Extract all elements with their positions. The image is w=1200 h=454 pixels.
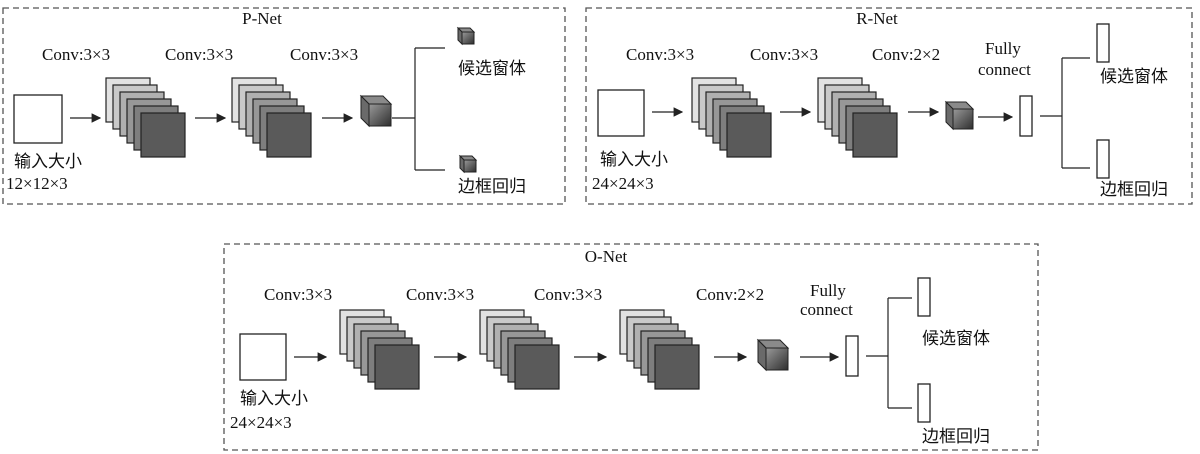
o-net-out-bbox: 边框回归 [922,427,990,447]
o-net-conv4-label: Conv:2×2 [696,285,764,304]
o-net-fc-line2: connect [800,300,853,319]
p-net-bbox-cube-front [463,159,477,173]
o-net-title: O-Net [585,247,628,266]
p-net-out-classify: 候选窗体 [458,59,526,79]
o-net-conv2-stack-layer-6 [514,344,560,390]
o-net-fc-bar [845,335,859,377]
r-net-border [585,7,1193,205]
o-net-input-size: 24×24×3 [230,413,292,432]
r-net-panel: R-Net 输入大小 24×24×3 Conv:3×3 Conv:3×3 Con… [585,7,1193,205]
p-net-conv2-stack [231,77,312,158]
o-net-input-label: 输入大小 [240,389,308,409]
p-net-conv3-cube [359,94,393,128]
r-net-input-box [597,89,645,137]
o-net-conv4-cube-front [765,347,789,371]
r-net-fc-bar [1019,95,1033,137]
p-net-conv2-label: Conv:3×3 [165,45,233,64]
p-net-classify-cube [456,26,476,46]
p-net-conv2-stack-layer-6 [266,112,312,158]
r-net-conv1-stack-layer-6 [726,112,772,158]
p-net-out-bbox: 边框回归 [458,177,526,197]
o-net-classify-bar [917,277,931,317]
p-net-bbox-cube [458,154,478,174]
p-net-conv1-stack [105,77,186,158]
o-net-out-classify: 候选窗体 [922,329,990,349]
r-net-classify-bar [1096,23,1110,63]
p-net-conv1-label: Conv:3×3 [42,45,110,64]
p-net-title: P-Net [242,9,282,28]
p-net-classify-cube-front [461,31,475,45]
r-net-title: R-Net [856,9,898,28]
p-net-panel: P-Net 输入大小 12×12×3 Conv:3×3 Conv:3×3 Con… [2,7,566,205]
p-net-input-label: 输入大小 [14,152,82,172]
p-net-conv3-cube-front [368,103,392,127]
o-net-conv3-stack [619,309,700,390]
r-net-conv1-label: Conv:3×3 [626,45,694,64]
p-net-input-box [13,94,63,144]
r-net-out-classify: 候选窗体 [1100,67,1168,87]
r-net-conv3-cube-front [952,108,974,130]
o-net-conv2-label: Conv:3×3 [406,285,474,304]
r-net-fc-line1: Fully [985,39,1021,58]
r-net-conv3-label: Conv:2×2 [872,45,940,64]
o-net-conv1-stack [339,309,420,390]
r-net-conv2-label: Conv:3×3 [750,45,818,64]
p-net-conv1-stack-layer-6 [140,112,186,158]
o-net-conv3-label: Conv:3×3 [534,285,602,304]
o-net-fc-line1: Fully [810,281,846,300]
o-net-conv1-stack-layer-6 [374,344,420,390]
o-net-bbox-bar [917,383,931,423]
r-net-conv1-stack [691,77,772,158]
r-net-fc-line2: connect [978,60,1031,79]
o-net-conv4-cube [756,338,790,372]
p-net-border [2,7,566,205]
o-net-conv2-stack [479,309,560,390]
p-net-conv3-label: Conv:3×3 [290,45,358,64]
r-net-conv2-stack [817,77,898,158]
o-net-conv1-label: Conv:3×3 [264,285,332,304]
p-net-input-size: 12×12×3 [6,174,68,193]
r-net-conv2-stack-layer-6 [852,112,898,158]
r-net-input-size: 24×24×3 [592,174,654,193]
r-net-bbox-bar [1096,139,1110,179]
o-net-conv3-stack-layer-6 [654,344,700,390]
r-net-conv3-cube [944,100,975,131]
o-net-panel: O-Net 输入大小 24×24×3 Conv:3×3 Conv:3×3 Con… [223,243,1039,451]
r-net-out-bbox: 边框回归 [1100,180,1168,200]
o-net-input-box [239,333,287,381]
r-net-input-label: 输入大小 [600,150,668,170]
